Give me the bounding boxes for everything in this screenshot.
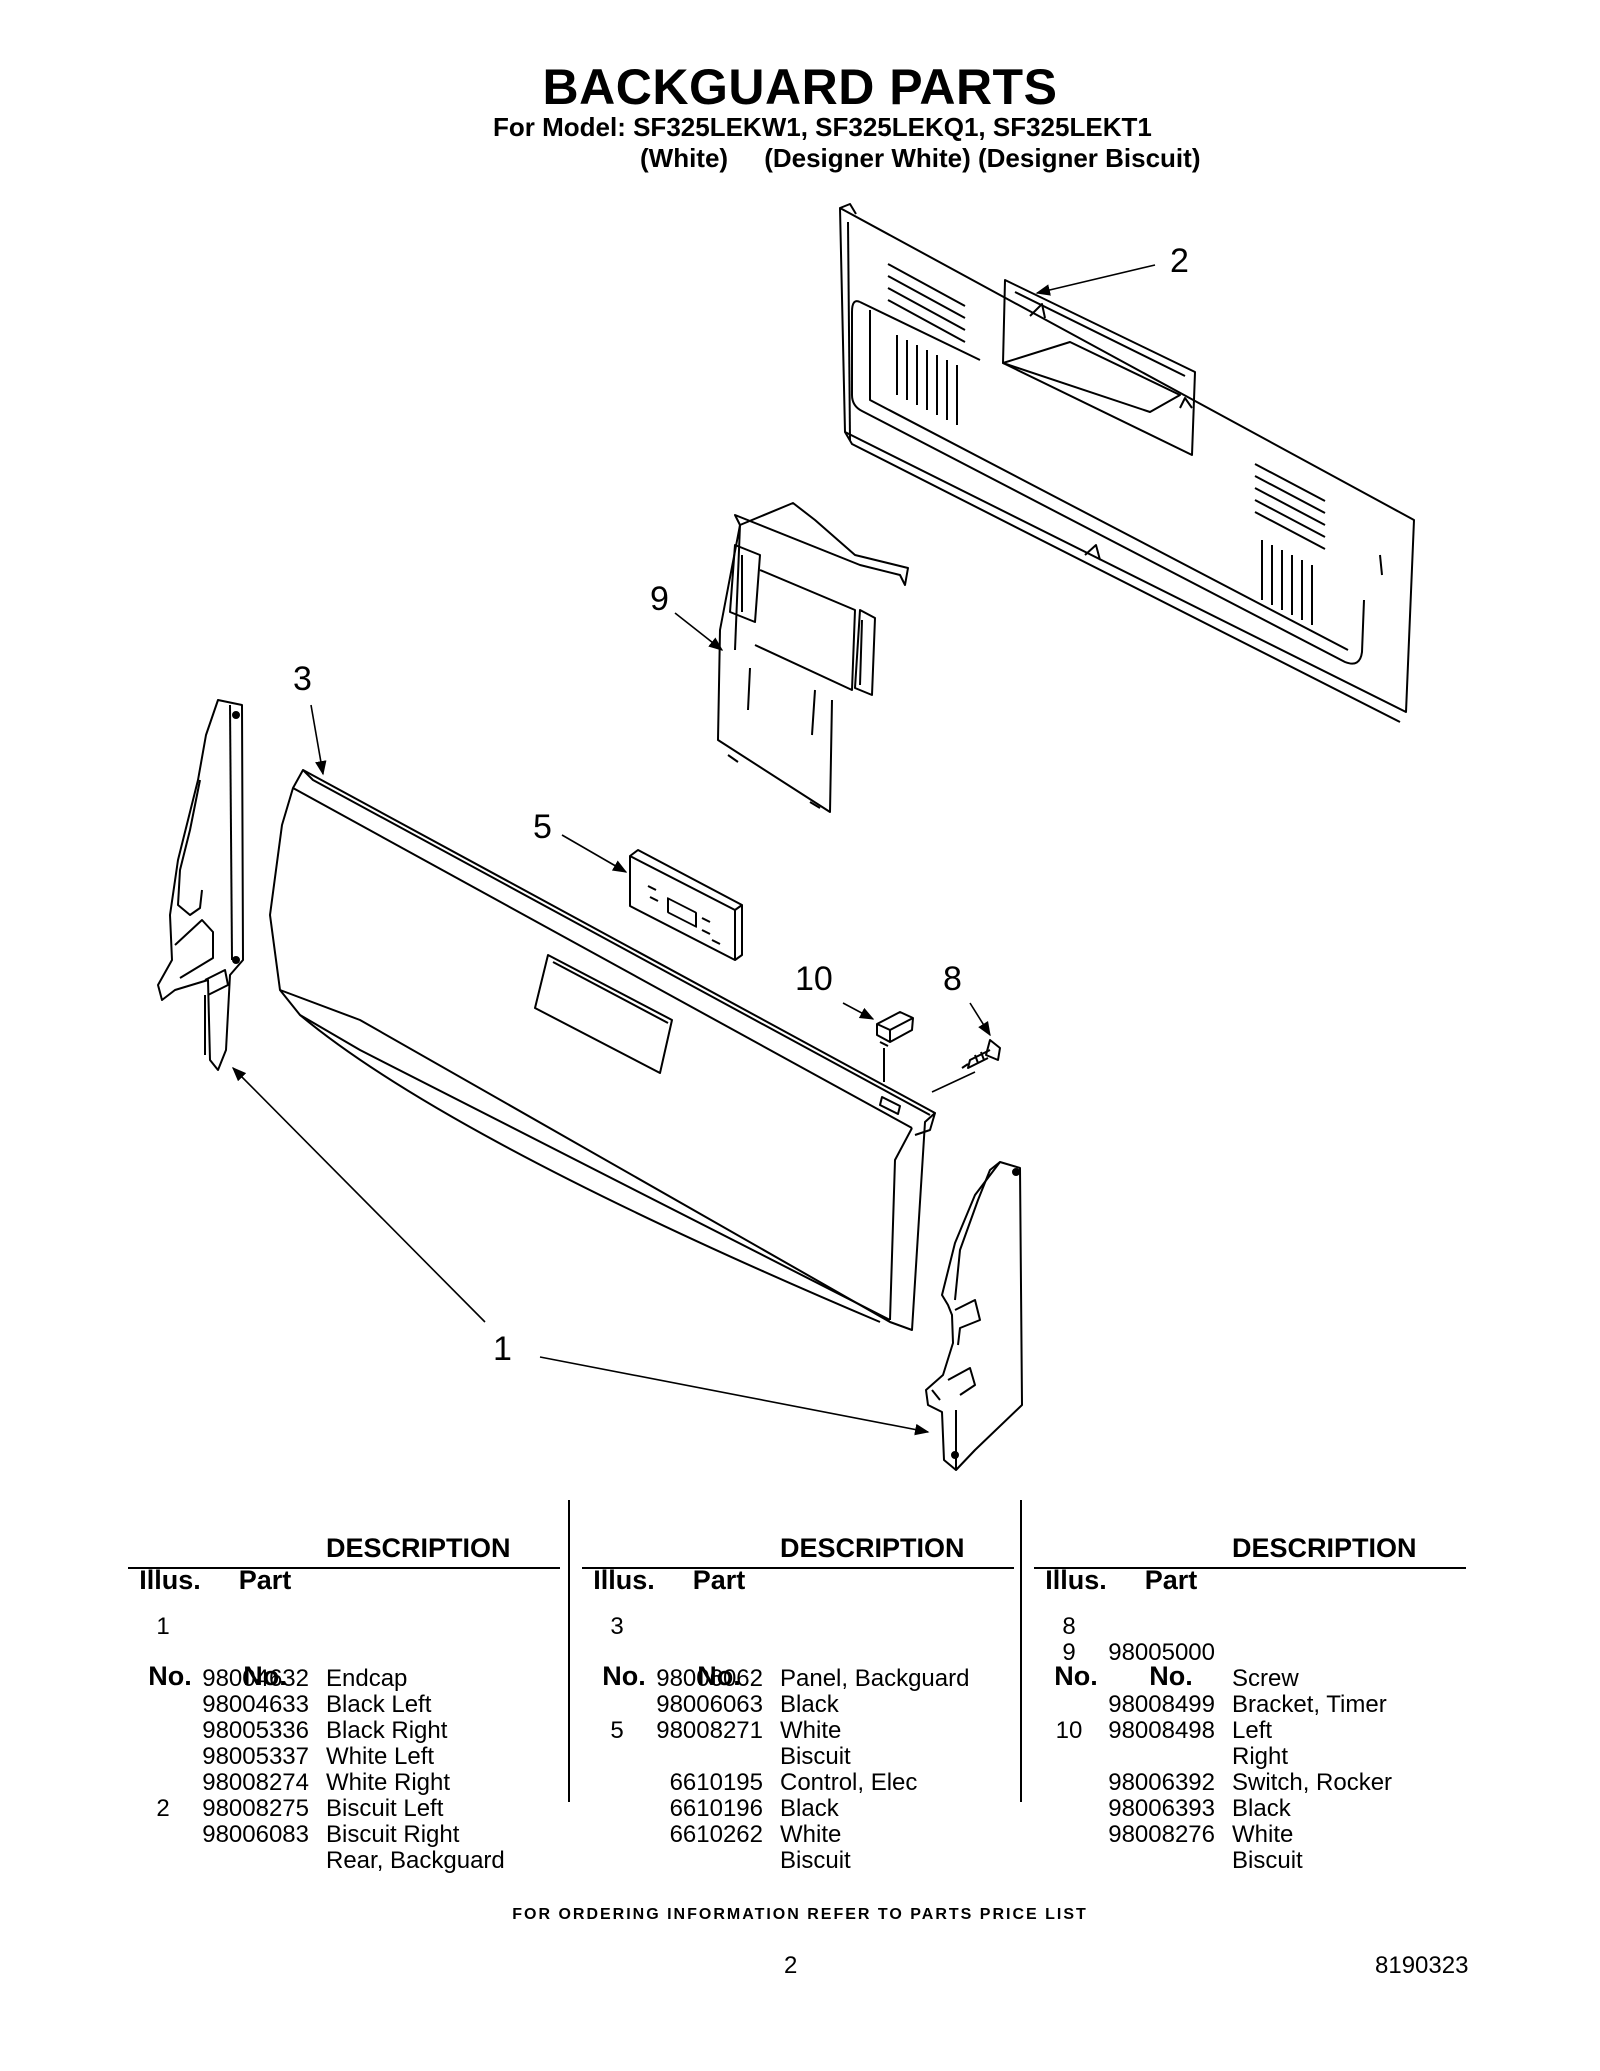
header-rule — [582, 1567, 1014, 1569]
table-row: 98006062 Black — [656, 1665, 839, 1718]
table-row: 98008499 Left — [1108, 1691, 1273, 1744]
color-line: (White) (Designer White) (Designer Biscu… — [640, 143, 1201, 173]
rear-backguard-part — [839, 203, 1415, 723]
part-header: Part No. — [238, 1565, 292, 1691]
table-row: 2 98006083 Rear, Backguard — [156, 1795, 505, 1874]
table-row: 98006393 White — [1108, 1795, 1294, 1848]
description-header: DESCRIPTION — [780, 1533, 965, 1563]
table-row: 98008498 Right — [1108, 1717, 1289, 1770]
page-title: BACKGUARD PARTS — [542, 59, 1058, 115]
table-row: 98006063 White — [656, 1691, 842, 1744]
part-header: Part No. — [1144, 1565, 1198, 1691]
table-row: 98008276 Biscuit — [1108, 1821, 1303, 1874]
right-endcap-part — [925, 1161, 1023, 1471]
table-row: 98004633 Black Right — [202, 1691, 448, 1744]
description-header: DESCRIPTION — [326, 1533, 511, 1563]
exploded-parts-diagram: 2 9 3 5 10 8 1 — [157, 203, 1415, 1471]
illus-header: Illus. No. — [139, 1565, 201, 1691]
callout-1: 1 — [493, 1330, 512, 1368]
description-header: DESCRIPTION — [1232, 1533, 1417, 1563]
part-header: Part No. — [692, 1565, 746, 1691]
backguard-panel-part — [269, 769, 936, 1331]
table-row: 98008274 Biscuit Left — [202, 1769, 444, 1822]
table-row: 98008275 Biscuit Right — [202, 1795, 460, 1848]
callout-5: 5 — [533, 808, 552, 846]
model-line: For Model: SF325LEKW1, SF325LEKQ1, SF325… — [493, 112, 1152, 142]
table-row: 98005337 White Right — [202, 1743, 451, 1796]
ordering-note: FOR ORDERING INFORMATION REFER TO PARTS … — [512, 1906, 1088, 1923]
table-row: 5 Control, Elec — [610, 1717, 918, 1796]
callout-9: 9 — [650, 580, 669, 618]
table-row: 3 Panel, Backguard — [610, 1613, 970, 1692]
document-number: 8190323 — [1375, 1952, 1469, 1979]
page-number: 2 — [784, 1952, 798, 1979]
header-rule — [128, 1567, 560, 1569]
left-endcap-part — [157, 699, 244, 1071]
header-rule — [1034, 1567, 1466, 1569]
column-divider — [568, 1500, 570, 1802]
leader-lines — [231, 264, 1156, 1436]
table-row: 98008271 Biscuit — [656, 1717, 851, 1770]
table-row: 10 Switch, Rocker — [1055, 1717, 1393, 1796]
callout-8: 8 — [943, 960, 962, 998]
table-row: 6610196 White — [669, 1795, 842, 1848]
table-row: 98004632 Black Left — [202, 1665, 432, 1718]
table-row: 1 Endcap — [156, 1613, 408, 1692]
column-divider — [1020, 1500, 1022, 1802]
timer-bracket-part — [717, 502, 909, 813]
electronic-control-part — [629, 849, 743, 961]
table-row: 8 98005000 Screw — [1062, 1613, 1299, 1692]
rocker-switch-part — [876, 1011, 914, 1082]
callout-2: 2 — [1170, 242, 1189, 280]
table-row: 98005336 White Left — [202, 1717, 435, 1770]
callout-10: 10 — [795, 960, 833, 998]
table-row: 6610195 Black — [669, 1769, 839, 1822]
screw-part — [961, 1039, 1001, 1069]
illus-header: Illus. No. — [1045, 1565, 1107, 1691]
table-row: 6610262 Biscuit — [669, 1821, 851, 1874]
table-row: 9 Bracket, Timer — [1062, 1639, 1387, 1718]
illus-header: Illus. No. — [593, 1565, 655, 1691]
table-row: 98006392 Black — [1108, 1769, 1291, 1822]
callout-3: 3 — [293, 660, 312, 698]
